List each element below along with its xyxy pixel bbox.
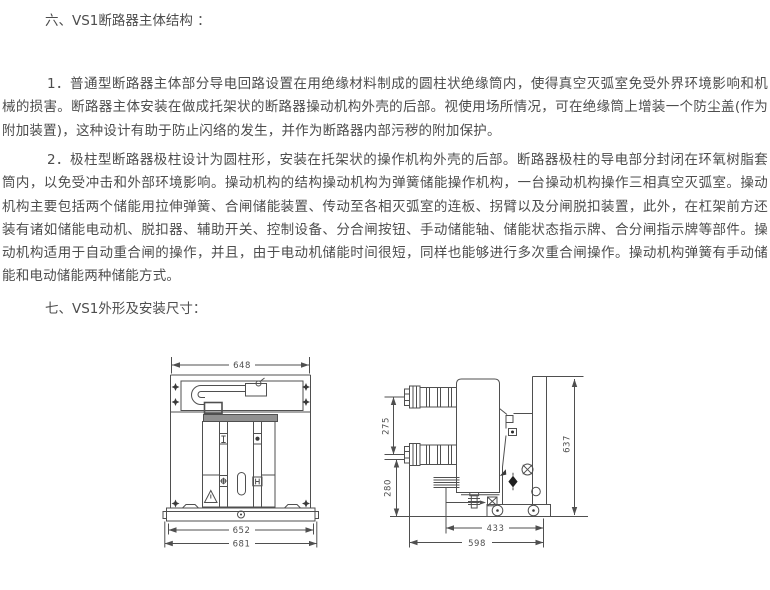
side-view-trolley xyxy=(486,504,551,517)
dim-433-label: 433 xyxy=(487,524,505,534)
warning-triangle-icon xyxy=(203,489,218,503)
front-view-cable xyxy=(191,377,267,415)
dim-280-label: 280 xyxy=(384,479,394,497)
side-view-dim-total-height: 637 xyxy=(547,379,584,517)
side-view-housing xyxy=(499,376,584,505)
side-view-dim-lower-height: 280 xyxy=(384,459,405,517)
paragraph-common-type-breaker: 1．普通型断路器主体部分导电回路设置在用绝缘材料制成的圆柱状绝缘筒内，使得真空灭… xyxy=(2,76,768,139)
dim-652-label: 652 xyxy=(233,526,251,536)
dim-648-label: 648 xyxy=(233,361,251,371)
front-view-dim-top-width: 648 xyxy=(171,357,310,374)
side-view-drawing: 275 280 637 xyxy=(382,376,588,549)
front-view-body xyxy=(202,414,278,508)
front-view-base xyxy=(162,504,319,522)
dim-598-label: 598 xyxy=(468,539,486,549)
side-view-dim-trolley-depth: 433 xyxy=(446,518,544,548)
side-view-pole xyxy=(456,378,500,496)
side-view-upper-terminal xyxy=(404,385,457,409)
front-view-dim-overall-width: 681 xyxy=(164,521,318,550)
front-view-frame xyxy=(170,374,311,508)
front-view-handle xyxy=(237,472,246,496)
outline-dimension-figures: 648 xyxy=(150,350,600,562)
front-view-drawing: 648 xyxy=(162,357,319,550)
dim-275-label: 275 xyxy=(382,417,392,435)
side-view-dim-pole-spacing: 275 xyxy=(382,396,405,455)
side-view-dim-overall-depth: 598 xyxy=(409,466,544,549)
front-view-mounting-marks xyxy=(171,383,310,508)
dim-681-label: 681 xyxy=(233,540,251,550)
dim-637-label: 637 xyxy=(563,435,573,453)
front-view-dim-base-width: 652 xyxy=(168,523,314,536)
outline-drawings-svg: 648 xyxy=(162,357,588,550)
paragraph-pole-type-breaker: 2．极柱型断路器极柱设计为圆柱形，安装在托架状的操作机构外壳的后部。断路器极柱的… xyxy=(2,152,768,285)
section-heading-structure: 六、VS1断路器主体结构 ： xyxy=(45,13,211,29)
section-heading-dimensions: 七、VS1外形及安装尺寸： xyxy=(45,301,207,317)
side-view-lower-terminal xyxy=(404,443,457,466)
